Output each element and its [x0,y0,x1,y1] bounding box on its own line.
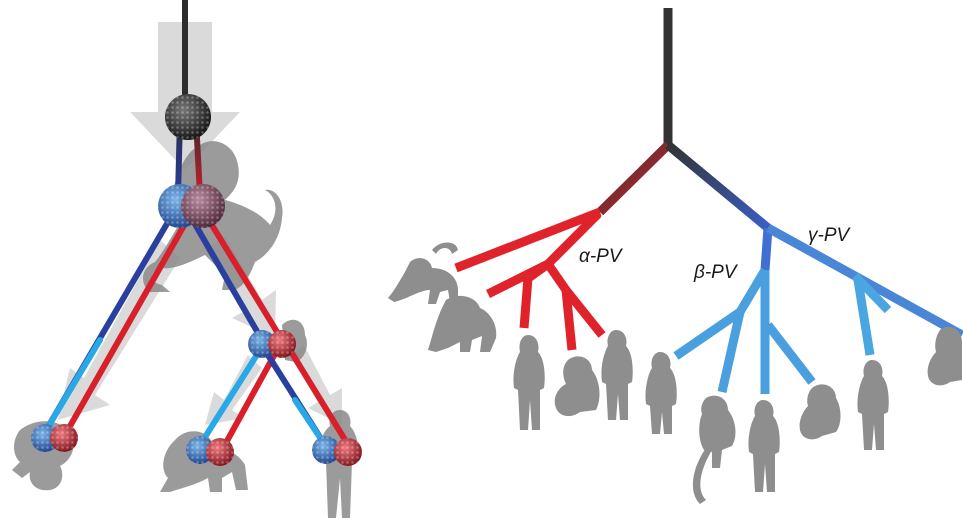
beta-gamma-clade [673,224,963,394]
right-tree [454,8,963,394]
crouching-monkey-silhouette [799,384,841,440]
alpha-clade [454,207,606,351]
human-silhouette [645,352,677,434]
right-panel: α-PV β-PV γ-PV [388,8,963,504]
ape-silhouette [428,295,497,352]
human-silhouette [748,400,780,492]
host-silhouette-icon [388,242,962,504]
long-tailed-monkey-silhouette [692,395,736,504]
human-silhouette [601,330,633,420]
sitting-monkey-silhouette [554,356,600,417]
virus-capsid-icon [31,94,362,466]
human-silhouette [513,335,545,430]
crouching-monkey-silhouette [927,326,962,386]
beta-label: β-PV [693,262,739,283]
alpha-label: α-PV [579,246,624,267]
human-silhouette [857,360,889,450]
left-panel [12,0,362,518]
gamma-label: γ-PV [808,225,852,246]
macaque-silhouette [388,242,458,304]
